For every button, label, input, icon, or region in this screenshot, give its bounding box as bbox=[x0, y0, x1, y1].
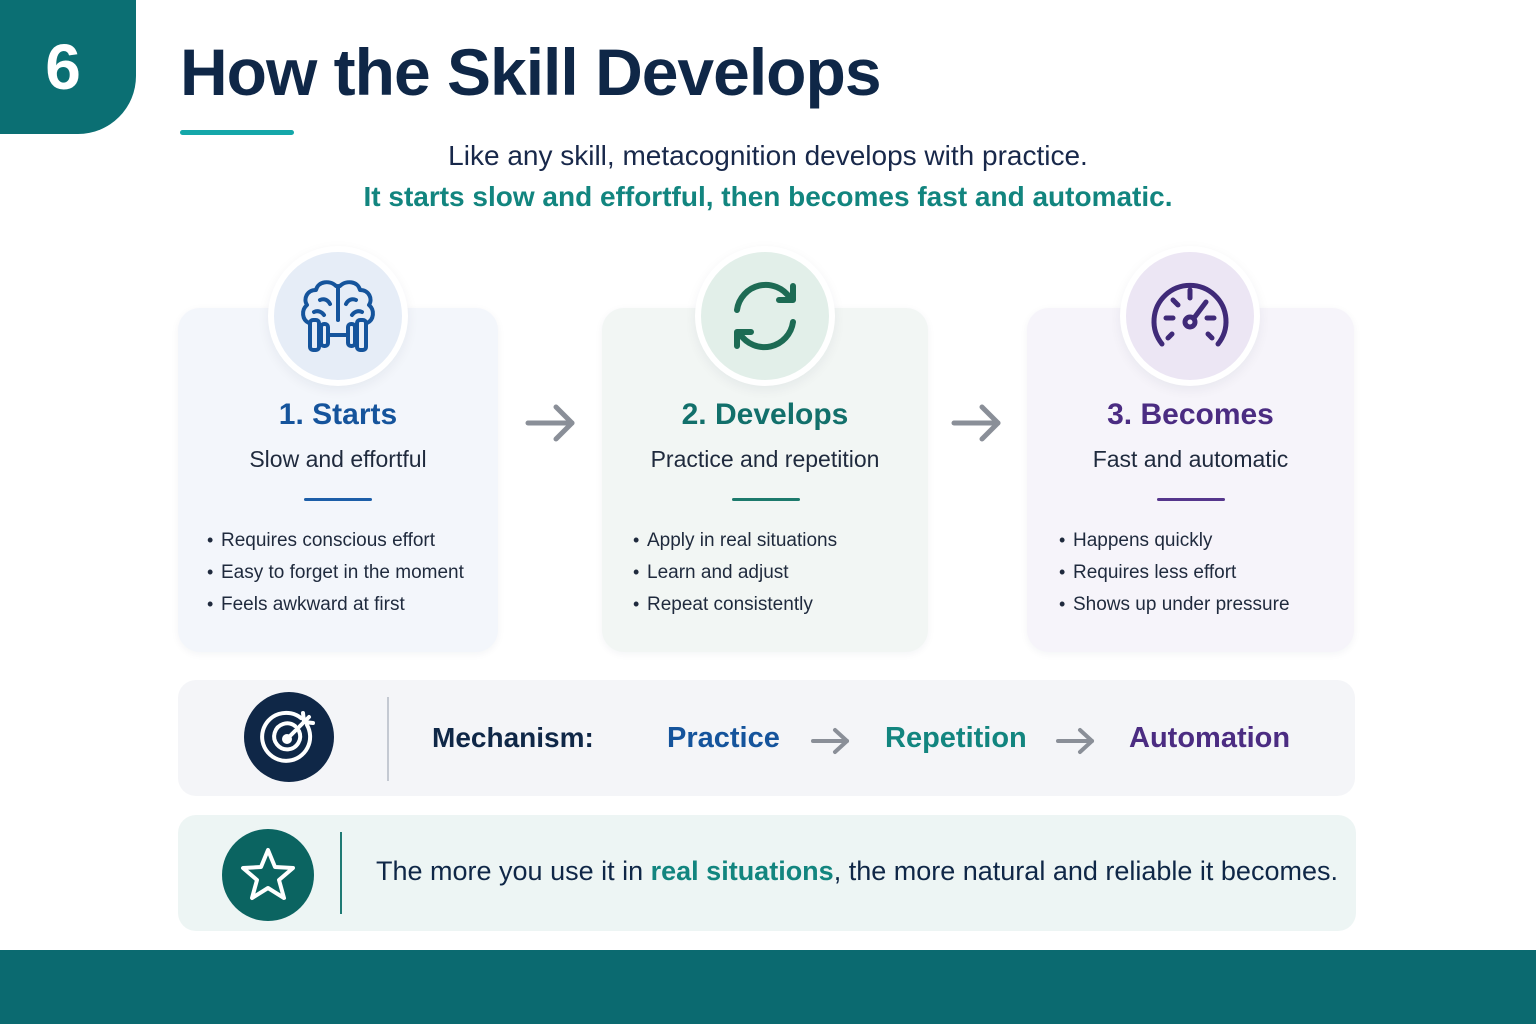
list-item: Feels awkward at first bbox=[207, 590, 464, 622]
mechanism-label: Mechanism: bbox=[432, 722, 594, 753]
stage-title-develops: 2. Develops bbox=[681, 398, 849, 431]
stage-bullets-develops: Apply in real situations Learn and adjus… bbox=[633, 526, 837, 622]
target-icon bbox=[260, 710, 315, 763]
takeaway-icon-circle bbox=[222, 829, 314, 921]
subtitle-line-1: Like any skill, metacognition develops w… bbox=[448, 140, 1088, 171]
mechanism-divider bbox=[387, 697, 389, 781]
page-title: How the Skill Develops bbox=[180, 35, 882, 109]
stage-divider-starts bbox=[304, 498, 372, 501]
takeaway-text-after: , the more natural and reliable it becom… bbox=[833, 856, 1338, 886]
star-icon bbox=[241, 848, 295, 900]
arrow-right-icon bbox=[951, 404, 1001, 442]
takeaway-divider bbox=[340, 832, 342, 914]
takeaway-text-before: The more you use it in bbox=[376, 856, 651, 886]
stage-divider-becomes bbox=[1157, 498, 1225, 501]
mechanism-step-repetition: Repetition bbox=[885, 722, 1027, 754]
stage-subtitle-develops: Practice and repetition bbox=[650, 446, 880, 472]
arrow-right-icon bbox=[811, 728, 849, 754]
arrow-right-icon bbox=[1056, 728, 1094, 754]
stage-subtitle-starts: Slow and effortful bbox=[249, 446, 427, 472]
stage-subtitle-becomes: Fast and automatic bbox=[1092, 446, 1289, 472]
title-underline bbox=[180, 130, 294, 135]
mechanism-panel bbox=[178, 680, 1355, 796]
mechanism-step-practice: Practice bbox=[667, 722, 780, 754]
list-item: Shows up under pressure bbox=[1059, 590, 1290, 622]
stage-title-becomes: 3. Becomes bbox=[1107, 398, 1274, 431]
subtitle-line-2: It starts slow and effortful, then becom… bbox=[363, 181, 1173, 212]
list-item: Apply in real situations bbox=[633, 526, 837, 558]
list-item: Easy to forget in the moment bbox=[207, 558, 464, 590]
list-item: Requires less effort bbox=[1059, 558, 1290, 590]
list-item: Happens quickly bbox=[1059, 526, 1290, 558]
list-item: Repeat consistently bbox=[633, 590, 837, 622]
list-item: Requires conscious effort bbox=[207, 526, 464, 558]
stage-icon-circle-develops bbox=[695, 246, 835, 386]
arrow-right-icon bbox=[525, 404, 575, 442]
takeaway-highlight: real situations bbox=[650, 856, 834, 886]
takeaway-panel bbox=[178, 815, 1356, 931]
speedometer-icon bbox=[1151, 282, 1229, 347]
takeaway-text: The more you use it in real situations, … bbox=[376, 856, 1338, 887]
refresh-cycle-icon bbox=[734, 281, 796, 351]
stage-divider-develops bbox=[732, 498, 800, 501]
slide-number-badge: 6 bbox=[0, 0, 136, 134]
brain-dumbbell-icon bbox=[301, 280, 375, 352]
list-item: Learn and adjust bbox=[633, 558, 837, 590]
stage-bullets-becomes: Happens quickly Requires less effort Sho… bbox=[1059, 526, 1290, 622]
stage-bullets-starts: Requires conscious effort Easy to forget… bbox=[207, 526, 464, 622]
mechanism-step-automation: Automation bbox=[1129, 722, 1291, 754]
stage-title-starts: 1. Starts bbox=[278, 398, 398, 431]
stage-icon-circle-becomes bbox=[1120, 246, 1260, 386]
mechanism-icon-circle bbox=[244, 692, 334, 782]
stage-icon-circle-starts bbox=[268, 246, 408, 386]
footer-band bbox=[0, 950, 1536, 1024]
